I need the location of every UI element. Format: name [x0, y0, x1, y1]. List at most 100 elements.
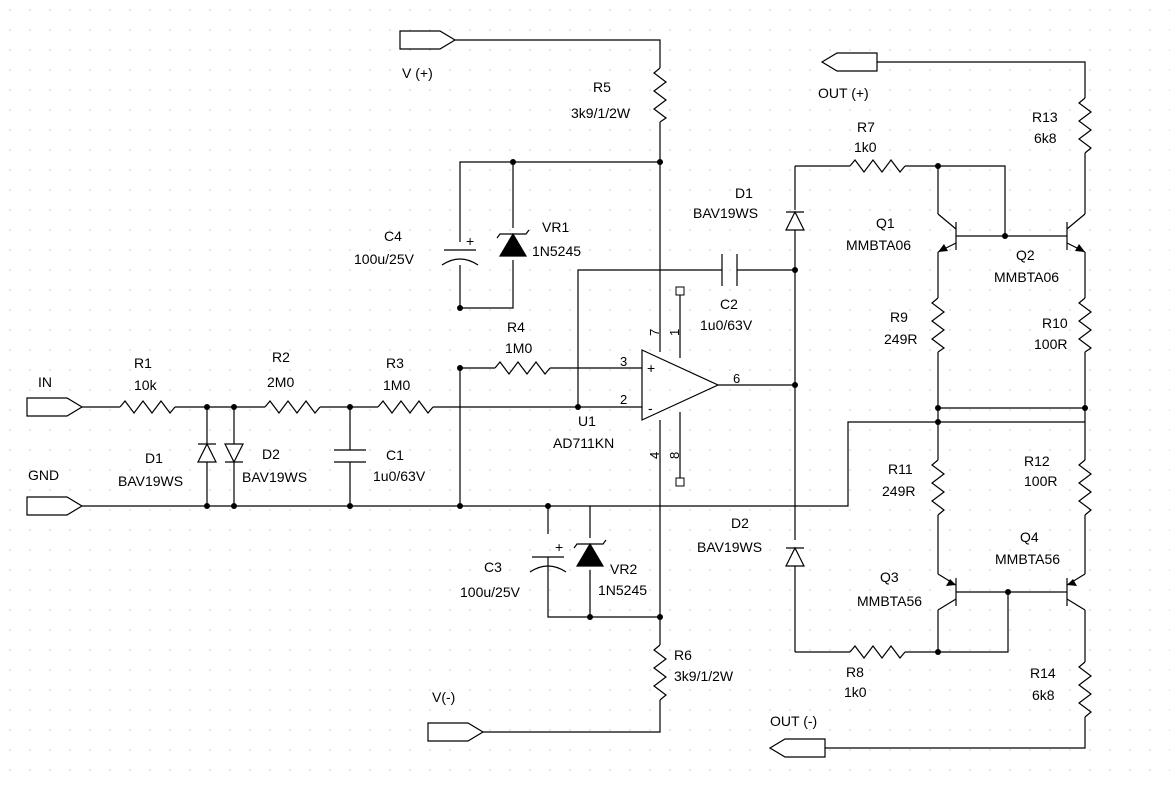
q1-ref: Q1 [876, 215, 895, 231]
r2-ref: R2 [272, 349, 290, 365]
pin-8: 8 [667, 452, 682, 459]
r10-ref: R10 [1042, 315, 1068, 331]
port-in: IN [26, 374, 84, 417]
r8-ref: R8 [846, 664, 864, 680]
r9-ref: R9 [890, 309, 908, 325]
resistor-r7: R7 1k0 [849, 119, 906, 173]
r2-value: 2M0 [267, 374, 294, 390]
transistor-q1: Q1 MMBTA06 [846, 213, 957, 253]
c2-value: 1u0/63V [700, 317, 753, 333]
capacitor-c2: C2 1u0/63V [700, 254, 753, 333]
resistor-r10: R10 100R [1034, 297, 1093, 353]
r13-ref: R13 [1032, 109, 1058, 125]
r13-value: 6k8 [1034, 130, 1057, 146]
opamp-u1: + - 3 2 6 7 1 4 8 U1 AD711KN [553, 286, 740, 487]
capacitor-c1: C1 1u0/63V [334, 447, 426, 484]
capacitor-c4: + C4 100u/25V [354, 228, 479, 267]
d2-out-value: BAV19WS [697, 539, 762, 555]
r11-value: 249R [882, 483, 915, 499]
c3-ref: C3 [484, 559, 502, 575]
transistor-q3: Q3 MMBTA56 [857, 569, 957, 611]
junctions [204, 159, 1088, 655]
r14-value: 6k8 [1032, 687, 1055, 703]
u1-value: AD711KN [553, 435, 614, 451]
port-out-minus-label: OUT (-) [770, 713, 817, 729]
transistor-q4: Q4 MMBTA56 [995, 529, 1086, 611]
resistor-r6: R6 3k9/1/2W [653, 644, 734, 701]
r12-ref: R12 [1024, 453, 1050, 469]
q1-value: MMBTA06 [846, 237, 911, 253]
d2-in-ref: D2 [262, 446, 280, 462]
r6-value: 3k9/1/2W [674, 668, 734, 684]
pin-7: 7 [647, 329, 662, 336]
q2-ref: Q2 [1016, 247, 1035, 263]
vr2-ref: VR2 [610, 561, 637, 577]
port-gnd-label: GND [28, 467, 59, 483]
zener-vr1: VR1 1N5245 [496, 219, 581, 259]
d2-out-ref: D2 [731, 515, 749, 531]
r7-ref: R7 [857, 119, 875, 135]
c3-value: 100u/25V [460, 584, 521, 600]
resistor-r11: R11 249R [882, 459, 945, 516]
r5-ref: R5 [593, 79, 611, 95]
resistor-r13: R13 6k8 [1032, 97, 1092, 154]
port-out-plus-label: OUT (+) [818, 85, 869, 101]
c2-ref: C2 [720, 296, 738, 312]
resistor-r9: R9 249R [884, 297, 946, 353]
r4-ref: R4 [507, 319, 525, 335]
c4-polarity: + [466, 233, 474, 249]
port-v-minus: V(-) [427, 689, 485, 742]
resistor-r14: R14 6k8 [1030, 661, 1092, 718]
c1-value: 1u0/63V [373, 468, 426, 484]
capacitor-c3: + C3 100u/25V [460, 539, 567, 600]
resistor-r12: R12 100R [1024, 453, 1092, 516]
resistor-r4: R4 1M0 [494, 319, 551, 375]
c3-polarity: + [555, 539, 563, 555]
port-in-label: IN [38, 374, 52, 390]
resistor-r8: R8 1k0 [844, 645, 906, 700]
d1-out-value: BAV19WS [693, 205, 758, 221]
diode-d2-input: D2 BAV19WS [224, 443, 307, 485]
r9-value: 249R [884, 331, 917, 347]
u1-ref: U1 [578, 413, 596, 429]
port-v-plus: V (+) [399, 30, 457, 81]
port-gnd: GND [26, 467, 84, 516]
r8-value: 1k0 [844, 684, 867, 700]
r11-ref: R11 [888, 461, 913, 477]
pin-4: 4 [647, 452, 662, 459]
q3-value: MMBTA56 [857, 593, 922, 609]
r10-value: 100R [1034, 336, 1067, 352]
pin-2: 2 [620, 392, 627, 407]
r3-ref: R3 [386, 355, 404, 371]
q2-value: MMBTA06 [994, 269, 1059, 285]
opamp-minus-sign: - [648, 400, 653, 416]
r7-value: 1k0 [854, 139, 877, 155]
vr2-value: 1N5245 [598, 582, 647, 598]
r12-value: 100R [1024, 473, 1057, 489]
vr1-ref: VR1 [542, 219, 569, 235]
resistor-r3: R3 1M0 [377, 355, 434, 414]
r5-value: 3k9/1/2W [571, 105, 631, 121]
c1-ref: C1 [386, 447, 404, 463]
d1-in-value: BAV19WS [118, 473, 183, 489]
d1-out-ref: D1 [735, 185, 753, 201]
resistor-r1: R1 10k [119, 355, 176, 414]
q4-ref: Q4 [1020, 529, 1039, 545]
wires [82, 39, 1086, 749]
r14-ref: R14 [1030, 665, 1056, 681]
d1-in-ref: D1 [145, 450, 163, 466]
diode-d1-output: D1 BAV19WS [693, 185, 805, 231]
diode-d1-input: D1 BAV19WS [118, 442, 217, 489]
pin-3: 3 [620, 354, 627, 369]
resistor-r5: R5 3k9/1/2W [571, 67, 668, 123]
r6-ref: R6 [674, 647, 692, 663]
vr1-value: 1N5245 [532, 243, 581, 259]
r3-value: 1M0 [383, 377, 410, 393]
q4-value: MMBTA56 [995, 551, 1060, 567]
transistor-q2: Q2 MMBTA06 [994, 213, 1086, 285]
resistor-r2: R2 2M0 [264, 349, 321, 414]
diode-d2-output: D2 BAV19WS [697, 515, 805, 567]
r1-value: 10k [134, 377, 158, 393]
